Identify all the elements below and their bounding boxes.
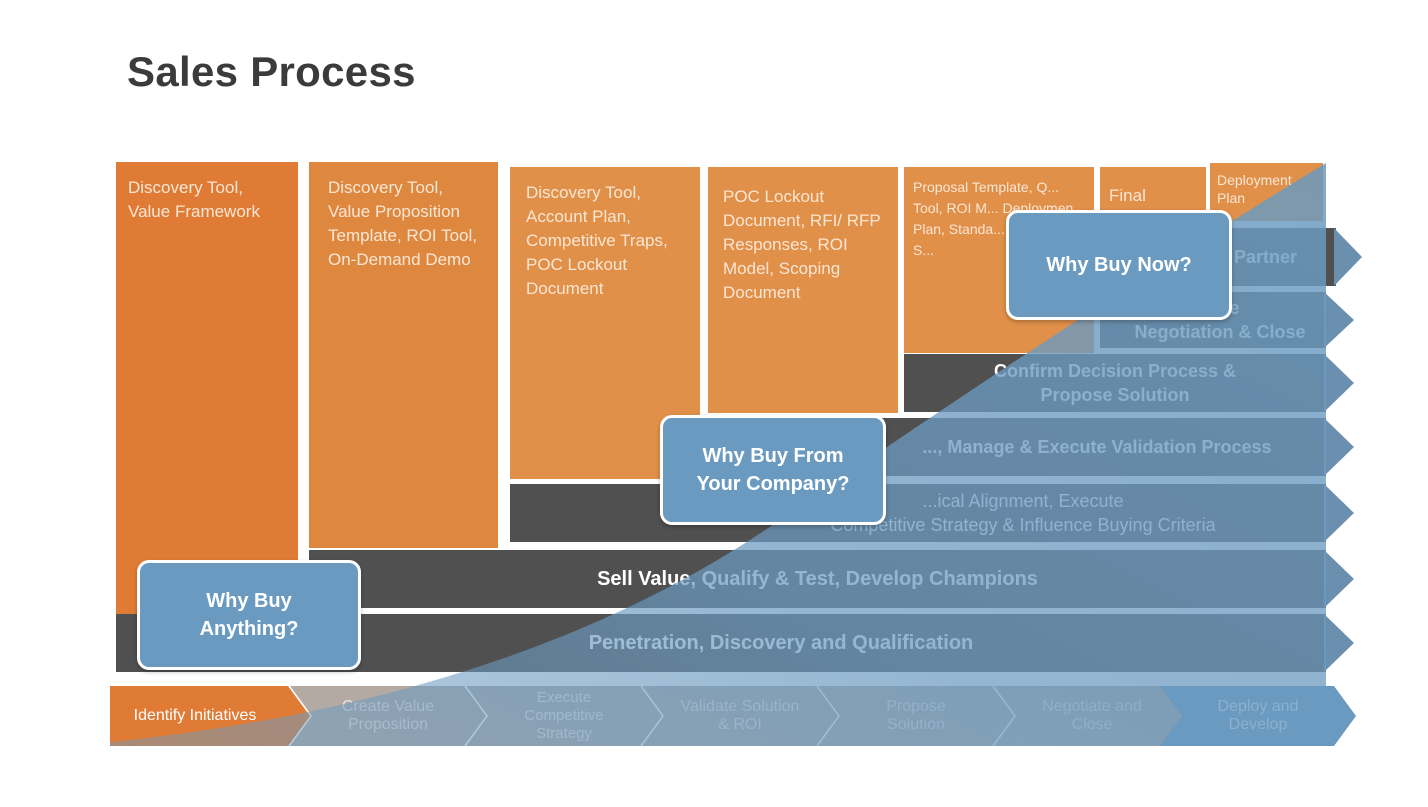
- process-step-identify-initiatives-label: Identify Initiatives: [133, 707, 257, 724]
- process-step-execute-competitive-strategy: Execute Competitive Strategy: [466, 686, 662, 746]
- activity-bar-competitive-strategy-line2: Competitive Strategy & Influence Buying …: [830, 515, 1216, 535]
- activity-bar-sell-value-arrowhead: [1324, 550, 1354, 608]
- activity-bar-penetration-arrowhead: [1324, 614, 1354, 672]
- process-step-execute-competitive-strategy-label: Execute Competitive Strategy: [524, 689, 604, 742]
- process-step-propose-solution: Propose Solution: [818, 686, 1014, 746]
- activity-bar-confirm-decision: Confirm Decision Process & Propose Solut…: [904, 354, 1326, 412]
- callout-why-buy-now: Why Buy Now?: [1006, 210, 1232, 320]
- resource-column-4-text: POC Lockout Document, RFI/ RFP Responses…: [723, 187, 881, 302]
- page-title: Sales Process: [127, 48, 416, 95]
- resource-column-2-text: Discovery Tool, Value Proposition Templa…: [328, 178, 477, 269]
- process-step-propose-solution-label: Propose Solution: [886, 698, 946, 733]
- process-step-create-value-proposition: Create Value Proposition: [290, 686, 486, 746]
- callout-why-buy-from-your-company: Why Buy From Your Company?: [660, 415, 886, 525]
- resource-column-3-text: Discovery Tool, Account Plan, Competitiv…: [526, 183, 668, 298]
- process-step-deploy-and-develop: Deploy and Develop: [1160, 686, 1356, 746]
- resource-column-4: POC Lockout Document, RFI/ RFP Responses…: [708, 167, 898, 413]
- callout-why-buy-from-your-company-line2: Your Company?: [696, 473, 850, 495]
- activity-bar-negotiation-line2: Negotiation & Close: [1134, 322, 1306, 342]
- resource-column-6-text: Final: [1109, 186, 1146, 205]
- activity-bar-validation-label: ..., Manage & Execute Validation Process: [922, 436, 1272, 457]
- activity-bar-competitive-strategy-arrowhead: [1324, 484, 1354, 542]
- process-step-create-value-proposition-label: Create Value Proposition: [341, 698, 435, 733]
- resource-column-1-text: Discovery Tool, Value Framework: [128, 178, 260, 221]
- process-step-negotiate-and-close: Negotiate and Close: [994, 686, 1190, 746]
- callout-why-buy-anything: Why Buy Anything?: [137, 560, 361, 670]
- activity-bar-confirm-decision-arrowhead: [1324, 354, 1354, 412]
- callout-why-buy-anything-line1: Why Buy: [206, 590, 292, 612]
- process-step-deploy-and-develop-label: Deploy and Develop: [1217, 698, 1299, 733]
- resource-column-1: Discovery Tool, Value Framework: [116, 162, 298, 614]
- callout-why-buy-now-label: Why Buy Now?: [1046, 254, 1192, 276]
- activity-bar-validation-arrowhead: [1324, 418, 1354, 476]
- activity-bar-competitive-strategy-line1: ...ical Alignment, Execute: [922, 491, 1124, 511]
- activity-bar-penetration-label: Penetration, Discovery and Qualification: [588, 631, 974, 654]
- process-step-negotiate-and-close-label: Negotiate and Close: [1042, 698, 1142, 733]
- resource-column-2: Discovery Tool, Value Proposition Templa…: [309, 162, 498, 548]
- activity-bar-sell-value-label: Sell Value, Qualify & Test, Develop Cham…: [597, 567, 1038, 590]
- callout-why-buy-anything-line2: Anything?: [199, 618, 299, 640]
- process-step-validate-solution-label: Validate Solution & ROI: [680, 698, 800, 733]
- activity-bar-partner-label: Partner: [1234, 246, 1298, 267]
- activity-bar-competitive-strategy: ...ical Alignment, Execute Competitive S…: [510, 484, 1326, 542]
- process-step-validate-solution: Validate Solution & ROI: [642, 686, 838, 746]
- activity-bar-confirm-decision-line1: Confirm Decision Process &: [993, 361, 1237, 381]
- activity-bar-confirm-decision-line2: Propose Solution: [1040, 385, 1190, 405]
- process-step-identify-initiatives: Identify Initiatives: [110, 686, 310, 746]
- activity-bar-partner-arrowhead: [1334, 228, 1362, 286]
- resource-column-7-text: Deployment Plan: [1217, 172, 1292, 206]
- activity-bar-negotiation-arrowhead: [1324, 292, 1354, 348]
- callout-why-buy-from-your-company-line1: Why Buy From: [702, 445, 844, 467]
- activity-bar-sell-value: Sell Value, Qualify & Test, Develop Cham…: [309, 550, 1326, 608]
